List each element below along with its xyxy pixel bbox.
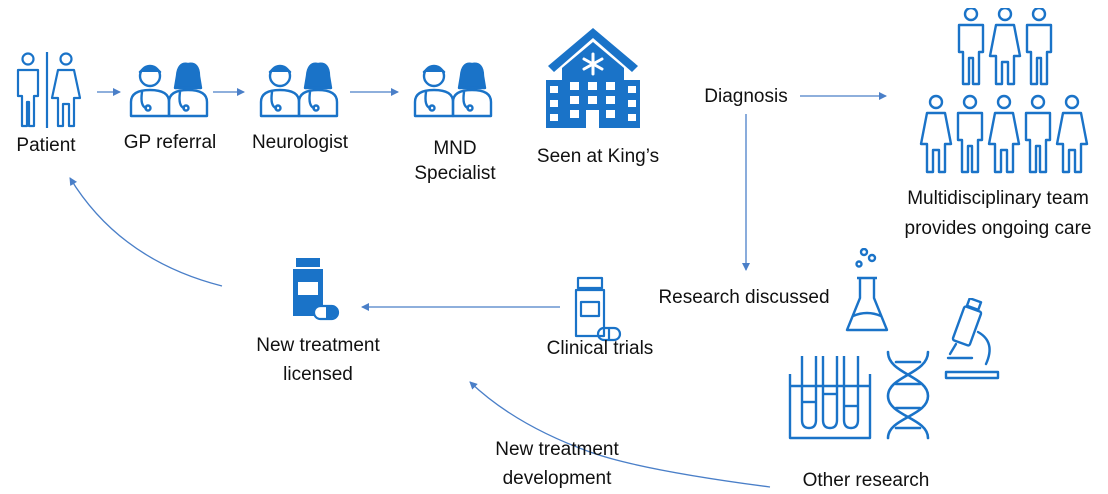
gp-referral-label: GP referral	[123, 132, 217, 153]
arrow-other-research-to-development	[469, 381, 771, 488]
neurologist-doctors-icon	[259, 62, 339, 118]
mnd-specialist-line2: Specialist	[414, 163, 496, 184]
other-research-label: Other research	[802, 470, 930, 491]
mdt-line2: provides ongoing care	[904, 218, 1092, 239]
arrow-licensed-to-patient	[69, 177, 223, 287]
research-discussed-label: Research discussed	[658, 287, 830, 308]
medicine-bottle-outline-icon	[574, 276, 622, 342]
mdt-line1: Multidisciplinary team	[907, 188, 1089, 209]
medicine-bottle-icon	[293, 258, 340, 321]
mdt-label: Multidisciplinary team provides ongoing …	[892, 186, 1104, 241]
new-treatment-licensed-label: New treatment licensed	[238, 333, 398, 387]
patient-label: Patient	[16, 135, 76, 156]
clinical-trials-label: Clinical trials	[546, 338, 654, 359]
mnd-specialist-line1: MND	[433, 138, 477, 159]
neurologist-label: Neurologist	[251, 132, 349, 153]
new-treatment-development-line2: development	[502, 468, 612, 489]
gp-doctors-icon	[129, 62, 209, 118]
new-treatment-development-line1: New treatment	[495, 439, 619, 460]
flask-icon	[845, 248, 889, 332]
people-group-icon	[919, 8, 1089, 174]
test-tubes-icon	[788, 356, 872, 440]
diagnosis-label: Diagnosis	[704, 86, 788, 107]
mnd-specialist-label: MND Specialist	[400, 136, 510, 186]
mnd-specialist-doctors-icon	[413, 62, 493, 118]
new-treatment-licensed-line1: New treatment	[256, 335, 380, 356]
microscope-icon	[944, 298, 1000, 380]
kings-label: Seen at King’s	[536, 146, 660, 167]
patient-pair-icon	[16, 52, 82, 128]
dna-icon	[886, 350, 930, 440]
hospital-icon	[546, 28, 640, 128]
new-treatment-development-label: New treatment development	[482, 437, 632, 491]
new-treatment-licensed-line2: licensed	[283, 364, 353, 385]
